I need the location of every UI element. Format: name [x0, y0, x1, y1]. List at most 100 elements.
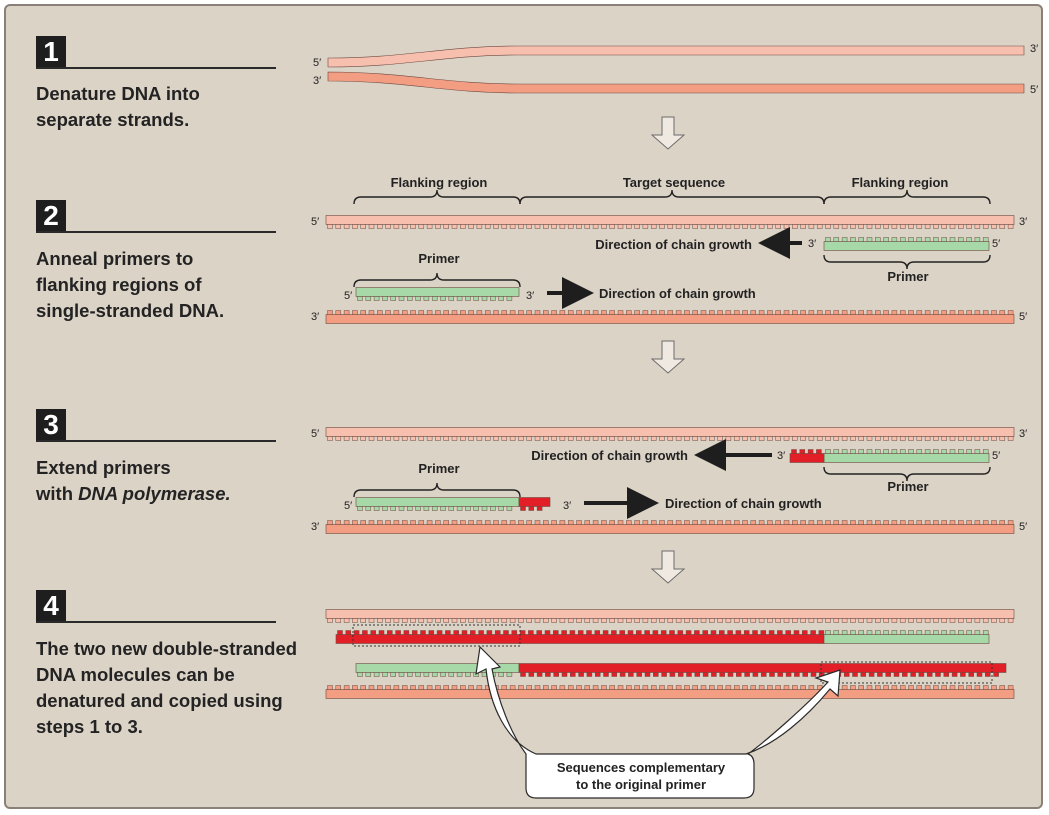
s3-top-template-strand-base — [941, 436, 947, 441]
s3-bottom-template-strand-base — [426, 520, 433, 525]
s4-primer-1-base — [883, 630, 889, 635]
s4-template-strand-2-base — [617, 685, 624, 690]
s4-new-strand-2-base — [802, 672, 808, 677]
s2-bottom-template-strand-base — [684, 310, 690, 315]
s3-top-template-strand-base — [592, 436, 599, 441]
s3-right-primer-base — [958, 449, 964, 454]
s2-top-template-strand-base — [908, 224, 914, 229]
s3-top-template-strand-base — [891, 436, 898, 441]
s4-template-strand-1-base — [592, 618, 599, 623]
s3-right-primer — [823, 449, 990, 463]
s4-template-strand-1-base — [750, 618, 757, 623]
s3-bottom-template-strand-base — [642, 520, 649, 525]
s4-template-strand-2-base — [401, 685, 408, 690]
s2-left-primer-base — [431, 296, 438, 301]
s2-left-primer-base — [407, 296, 413, 301]
s3-left-primer-base — [415, 506, 421, 511]
s4-new-strand-2-base — [694, 672, 701, 677]
s4-new-strand-1-base — [694, 630, 700, 635]
s3-bottom-template-strand-base — [601, 520, 607, 525]
s4-template-strand-2-base — [418, 685, 425, 690]
s3-bottom-template-strand-base — [924, 520, 931, 525]
s3-top-template-strand-base — [866, 436, 873, 441]
s4-template-strand-2-base — [783, 685, 790, 690]
s3-top-template-strand-base — [709, 436, 715, 441]
s2-top-template-strand-base — [733, 224, 740, 229]
s3-top-template-strand-base — [858, 436, 864, 441]
s3-left-new-strand-base — [520, 506, 526, 511]
s2-top-template-strand-base — [833, 224, 840, 229]
s4-new-strand-1-base — [652, 630, 659, 635]
s2-bottom-template-strand-base — [825, 310, 831, 315]
s2-bottom-template-strand-base — [733, 310, 740, 315]
step-4-line-3: denatured and copied using — [36, 690, 283, 711]
step-4-line-4: steps 1 to 3. — [36, 716, 143, 737]
s4-template-strand-1-base — [559, 618, 566, 623]
s2-bottom-template-strand-base — [792, 310, 798, 315]
s4-primer-2-base — [506, 672, 513, 677]
s2-top-template-strand-base — [385, 224, 391, 229]
s4-primer-2-base — [440, 672, 446, 677]
s4-primer-1-base — [841, 630, 848, 635]
s4-template-strand-2-base — [451, 685, 458, 690]
s4-new-strand-2-base — [702, 672, 709, 677]
s4-template-strand-1-base — [991, 618, 997, 623]
s4-primer-1-base — [875, 630, 881, 635]
s4-template-strand-2-base — [899, 685, 906, 690]
s2-top-template-strand-base — [883, 224, 889, 229]
s2-top-template-strand-base — [991, 224, 997, 229]
s4-template-strand-1-base — [360, 618, 366, 623]
s2-top-template-strand-base — [468, 224, 474, 229]
s4-template-strand-2-base — [982, 685, 989, 690]
s2-top-template-strand-base — [1007, 224, 1014, 229]
s4-template-strand-1-base — [484, 618, 491, 623]
s2-bottom-template-strand-base — [576, 310, 582, 315]
s2-left-primer-base — [456, 296, 463, 301]
s2-bottom-template-strand-base — [725, 310, 732, 315]
s4-template-strand-1-backbone — [325, 609, 1015, 619]
s2-top-template-strand-base — [377, 224, 383, 229]
s4-template-strand-1-base — [509, 618, 516, 623]
s4-template-strand-1-base — [576, 618, 582, 623]
s1-top-strand-backbone — [327, 45, 1025, 68]
s3-left-primer-backbone — [355, 497, 520, 507]
s2-left-primer-backbone — [355, 287, 520, 297]
overlays-layer — [352, 116, 993, 799]
s3-bottom-template-strand-base — [825, 520, 831, 525]
s3-top-template-strand-base — [850, 436, 856, 441]
s4-new-strand-1-base — [627, 630, 634, 635]
s2-right-primer-base — [982, 237, 989, 242]
s3-left-primer-base — [473, 506, 479, 511]
s2-top-5prime-label: 5′ — [311, 216, 319, 228]
s2-bottom-template-strand-base — [601, 310, 607, 315]
s2-bottom-template-strand-base — [841, 310, 848, 315]
s4-template-strand-1-base — [634, 618, 640, 623]
s3-bottom-template-strand-base — [443, 520, 449, 525]
s4-template-strand-2-base — [377, 685, 383, 690]
s3-top-template-strand-base — [808, 436, 815, 441]
s3-left-primer-base — [431, 506, 438, 511]
s3-top-template-strand-base — [833, 436, 840, 441]
s3-bottom-template-strand-base — [385, 520, 391, 525]
s4-template-strand-1-base — [551, 618, 557, 623]
s3-top-template-strand-base — [518, 436, 524, 441]
s2-bottom-template-strand-base — [335, 310, 342, 315]
s2-right-primer-base — [974, 237, 981, 242]
s3-top-template-strand-base — [916, 436, 923, 441]
s3-bottom-template-strand-base — [858, 520, 864, 525]
s3-bottom-5prime-label: 5′ — [1019, 521, 1027, 533]
s4-new-strand-2-base — [661, 672, 667, 677]
s4-template-strand-2-base — [700, 685, 707, 690]
s2-flanking-region-left-label: Flanking region — [391, 175, 488, 190]
s2-top-template-strand-base — [899, 224, 906, 229]
s2-top-template-strand-base — [567, 224, 574, 229]
step-2-line-3: single-stranded DNA. — [36, 300, 225, 321]
s3-bottom-template-strand-base — [460, 520, 466, 525]
s2-left-primer-base — [382, 296, 388, 301]
s3-bottom-template-strand-base — [941, 520, 947, 525]
s2-top-template-strand-base — [941, 224, 947, 229]
s4-primer-1-base — [924, 630, 931, 635]
s2-bottom-template-strand-base — [418, 310, 425, 315]
s4-primer-2-base — [431, 672, 438, 677]
s3-top-template-strand-base — [700, 436, 707, 441]
